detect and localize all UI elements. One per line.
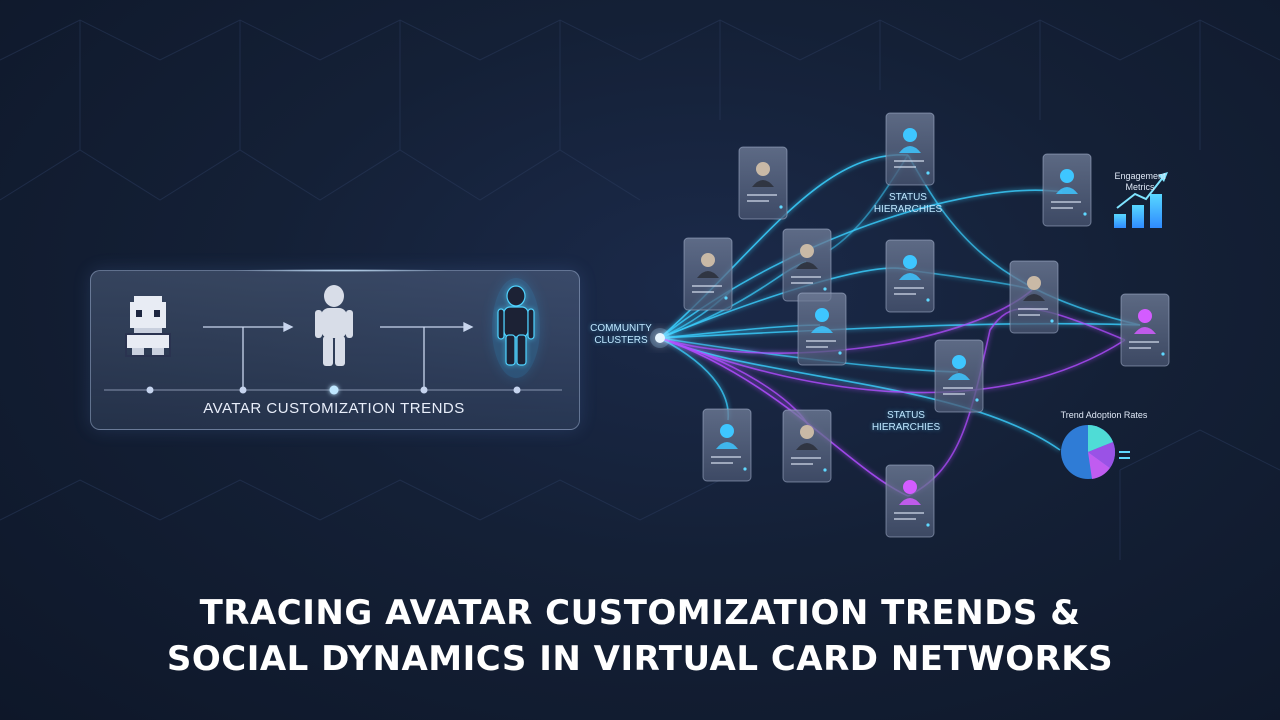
equals-icon [1119, 451, 1130, 459]
avatar-card[interactable] [683, 237, 733, 311]
status-bottom-line2: HIERARCHIES [871, 422, 941, 433]
status-hierarchies-bottom-label: STATUS HIERARCHIES [858, 410, 954, 434]
avatar-head-icon [800, 244, 814, 258]
avatar-card[interactable] [934, 339, 984, 413]
trend-adoption-label: Trend Adoption Rates [1060, 410, 1148, 420]
avatar-card[interactable] [1042, 153, 1092, 227]
status-hierarchies-top-label: STATUS HIERARCHIES [860, 192, 956, 216]
hub-label-line1: COMMUNITY [590, 323, 652, 334]
engagement-line1: Engagement [1114, 171, 1166, 181]
hub-node-halo [650, 328, 670, 348]
avatar-head-icon [720, 424, 734, 438]
evolution-title: AVATAR CUSTOMIZATION TRENDS [203, 400, 465, 417]
status-bottom-line1: STATUS [887, 410, 925, 421]
pixel-avatar-icon [125, 296, 171, 357]
hub-node [655, 333, 665, 343]
engagement-chart-icon [1114, 172, 1168, 228]
avatar-card[interactable] [782, 409, 832, 483]
avatar-card[interactable] [738, 146, 788, 220]
avatar-card[interactable] [1009, 260, 1059, 334]
hub-label-line2: CLUSTERS [594, 335, 648, 346]
avatar-head-icon [952, 355, 966, 369]
avatar-head-icon [1138, 309, 1152, 323]
3d-avatar-icon [315, 285, 353, 366]
evolution-timeline [104, 385, 562, 395]
avatar-head-icon [800, 425, 814, 439]
status-top-line1: STATUS [889, 192, 927, 203]
evolution-arrow-2 [380, 321, 474, 390]
avatar-card[interactable] [885, 239, 935, 313]
engagement-line2: Metrics [1125, 182, 1155, 192]
community-clusters-label: COMMUNITY CLUSTERS [578, 323, 664, 347]
glowing-avatar-icon [492, 278, 540, 378]
avatar-head-icon [815, 308, 829, 322]
evolution-diagram [104, 278, 562, 395]
avatar-head-icon [903, 255, 917, 269]
avatar-head-icon [903, 480, 917, 494]
hex-background [0, 19, 1280, 560]
avatar-card[interactable] [702, 408, 752, 482]
avatar-head-icon [903, 128, 917, 142]
avatar-card[interactable] [1120, 293, 1170, 367]
avatar-card[interactable] [885, 112, 935, 186]
avatar-head-icon [1027, 276, 1041, 290]
main-title-line1: TRACING AVATAR CUSTOMIZATION TRENDS & [199, 593, 1081, 633]
status-top-line2: HIERARCHIES [873, 204, 943, 215]
avatar-card[interactable] [797, 292, 847, 366]
trend-pie-icon [1061, 425, 1116, 479]
main-title-line2: SOCIAL DYNAMICS IN VIRTUAL CARD NETWORKS [166, 639, 1114, 679]
evolution-arrow-1 [203, 321, 294, 390]
avatar-card[interactable] [885, 464, 935, 538]
avatar-head-icon [701, 253, 715, 267]
engagement-metrics-label: Engagement Metrics [1100, 171, 1180, 193]
avatar-head-icon [1060, 169, 1074, 183]
main-title: TRACING AVATAR CUSTOMIZATION TRENDS & SO… [0, 590, 1280, 682]
avatar-card[interactable] [782, 228, 832, 302]
card-network [683, 112, 1170, 538]
avatar-head-icon [756, 162, 770, 176]
